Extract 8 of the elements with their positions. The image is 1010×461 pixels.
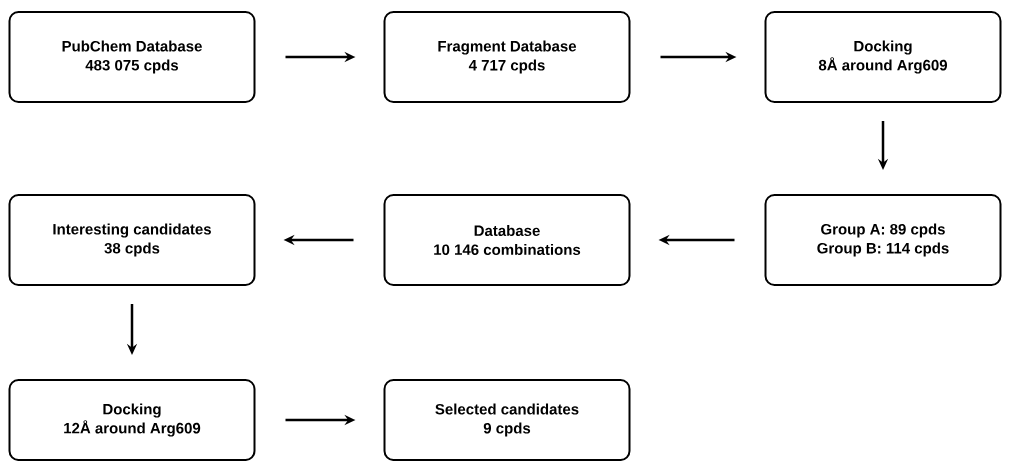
process-box: Group A: 89 cpds Group B: 114 cpds (764, 194, 1002, 286)
process-box: Interesting candidates 38 cpds (8, 194, 256, 286)
process-box: Selected candidates 9 cpds (383, 379, 631, 461)
process-box: Database 10 146 combinations (383, 194, 631, 286)
process-box: PubChem Database 483 075 cpds (8, 11, 256, 103)
process-box: Fragment Database 4 717 cpds (383, 11, 631, 103)
process-box: Docking 12Å around Arg609 (8, 379, 256, 461)
process-box: Docking 8Å around Arg609 (764, 11, 1002, 103)
